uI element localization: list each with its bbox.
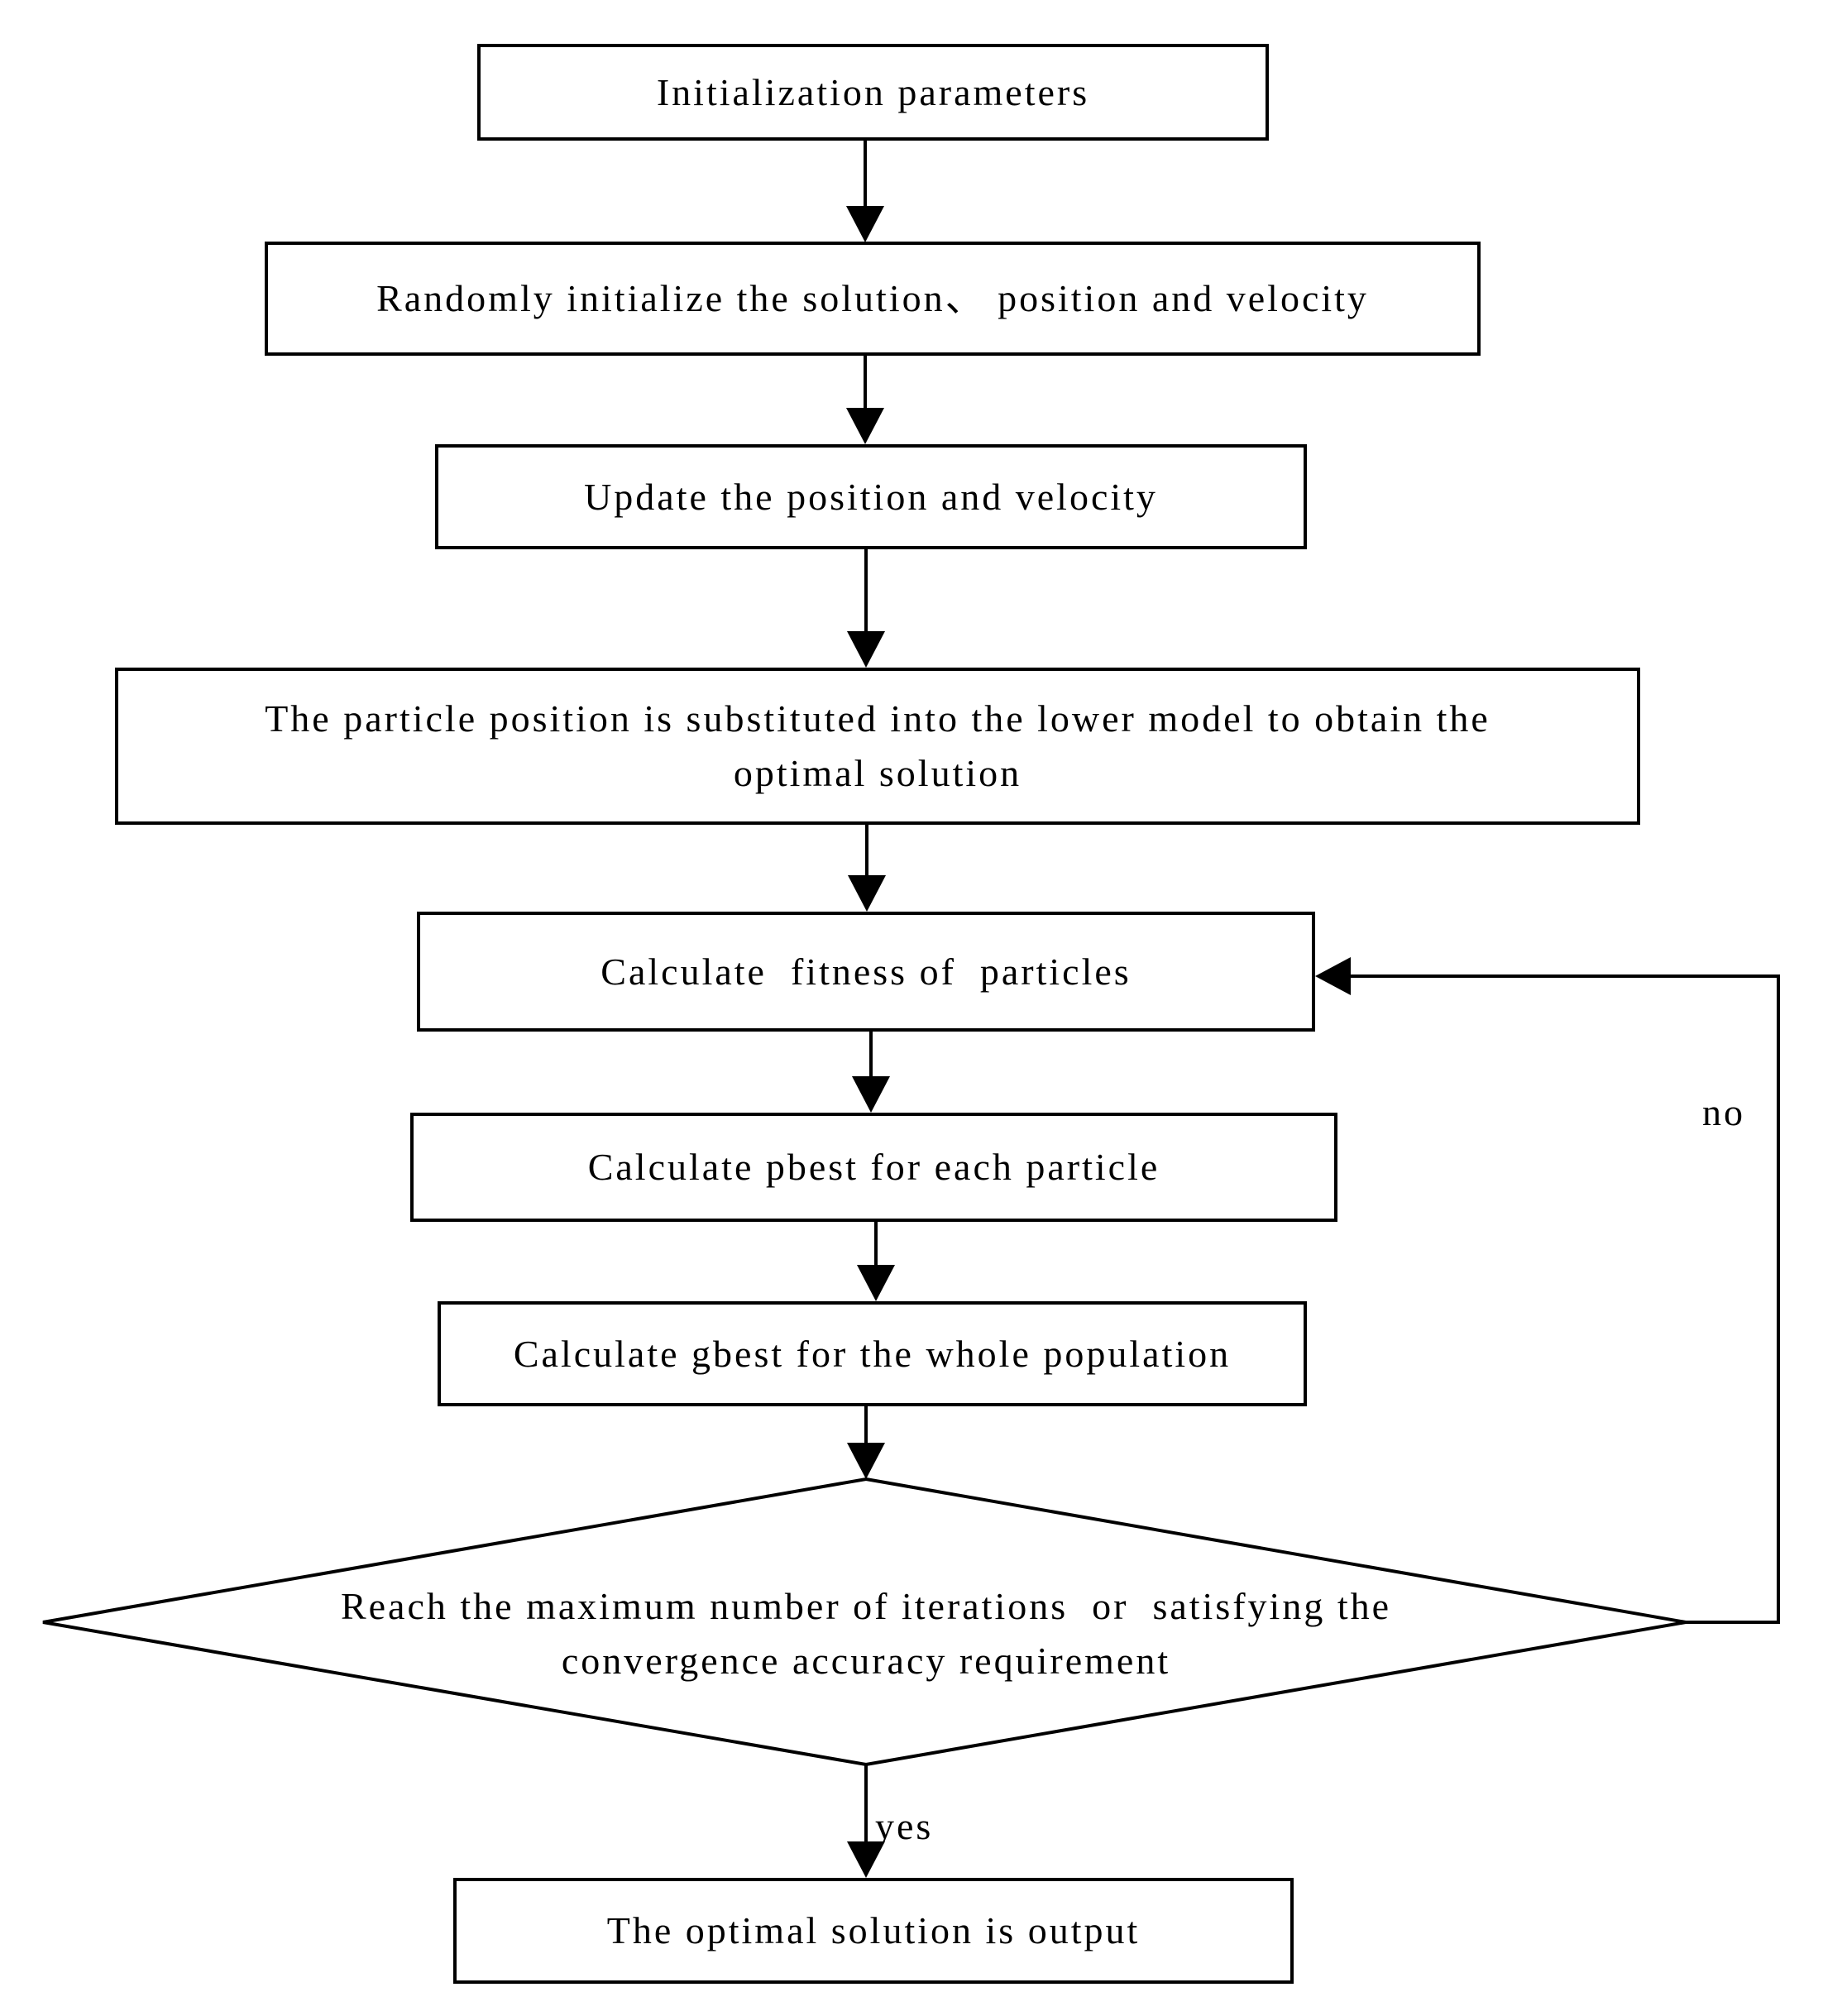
- arrow-decision-to-output-head: [847, 1841, 885, 1878]
- node-decision-label-line1: Reach the maximum number of iterations o…: [340, 1585, 1392, 1627]
- arrow-decision-to-fitness-loop-head: [1315, 957, 1351, 995]
- node-calculate-gbest: Calculate gbest for the whole population: [438, 1301, 1307, 1406]
- node-calculate-fitness-label: Calculate fitness of particles: [600, 950, 1132, 993]
- node-optimal-solution-output: The optimal solution is output: [453, 1878, 1294, 1984]
- node-calculate-fitness: Calculate fitness of particles: [417, 912, 1315, 1032]
- arrow-update-to-lower-head: [847, 631, 885, 668]
- arrow-decision-to-fitness-loop-line: [1351, 974, 1780, 1624]
- arrow-fitness-to-pbest-head: [852, 1076, 890, 1113]
- node-lower-model-label-line2: optimal solution: [733, 752, 1022, 794]
- node-optimal-solution-output-label: The optimal solution is output: [606, 1909, 1141, 1951]
- node-decision-label-line2: convergence accuracy requirement: [561, 1640, 1171, 1682]
- node-update-position-velocity: Update the position and velocity: [435, 444, 1307, 549]
- node-calculate-pbest-label: Calculate pbest for each particle: [587, 1146, 1160, 1188]
- node-update-position-velocity-label: Update the position and velocity: [584, 475, 1158, 518]
- arrow-random-to-update-head: [846, 408, 884, 444]
- node-randomly-initialize-label: Randomly initialize the solution、 positi…: [376, 277, 1369, 319]
- arrow-init-to-random-head: [846, 206, 884, 242]
- node-calculate-pbest: Calculate pbest for each particle: [410, 1113, 1337, 1222]
- edge-label-no: no: [1702, 1091, 1745, 1133]
- arrow-gbest-to-decision-head: [847, 1443, 885, 1479]
- node-initialization-parameters-label: Initialization parameters: [656, 70, 1090, 113]
- node-initialization-parameters: Initialization parameters: [477, 44, 1269, 141]
- node-randomly-initialize: Randomly initialize the solution、 positi…: [265, 242, 1481, 356]
- node-calculate-gbest-label: Calculate gbest for the whole population: [513, 1332, 1232, 1375]
- edge-label-yes: yes: [875, 1805, 934, 1847]
- arrow-pbest-to-gbest-head: [857, 1265, 895, 1301]
- node-decision-label: Reach the maximum number of iterations o…: [203, 1579, 1529, 1688]
- node-lower-model: The particle position is substituted int…: [115, 668, 1640, 825]
- arrow-lower-to-fitness-head: [848, 875, 886, 912]
- node-lower-model-label-line1: The particle position is substituted int…: [265, 697, 1490, 740]
